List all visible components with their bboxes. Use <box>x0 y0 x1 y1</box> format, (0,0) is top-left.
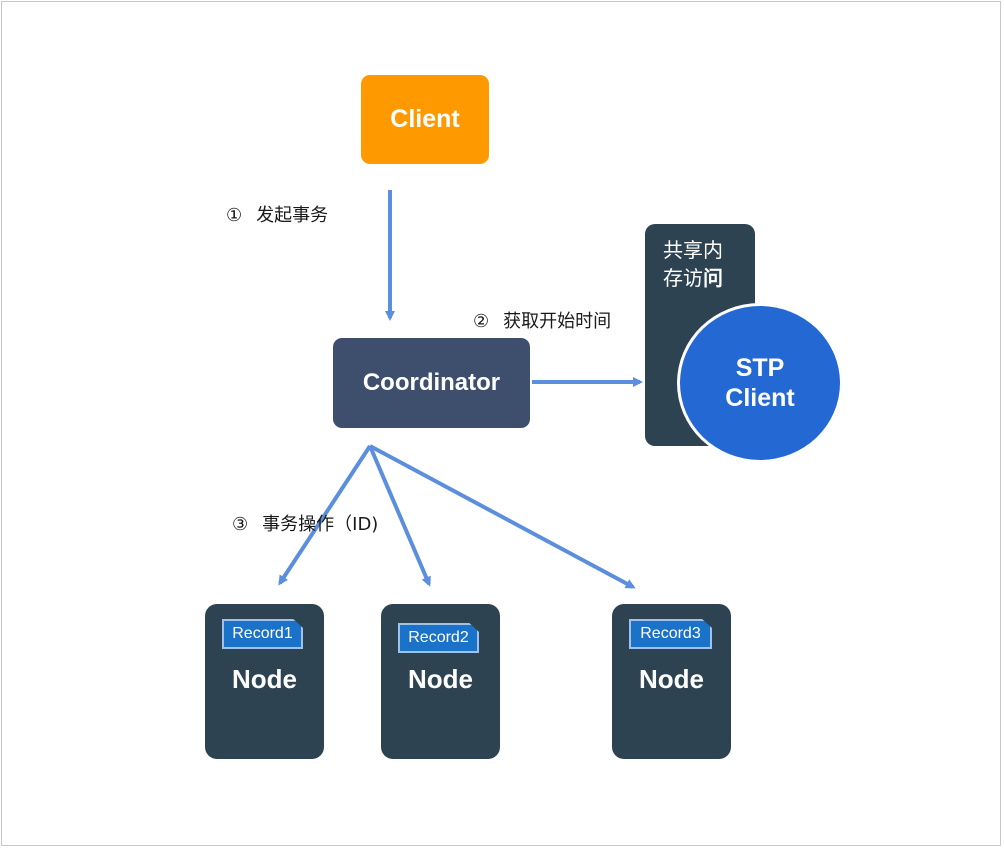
step-3-text: 事务操作（ID) <box>262 514 379 535</box>
record-1-tag: Record1 <box>222 619 303 649</box>
stp-client-line1: STP <box>735 354 785 382</box>
shared-memory-line2-a: 存访 <box>663 266 703 290</box>
shared-memory-line2-b: 问 <box>703 266 723 290</box>
step-2-number: ② <box>473 311 490 332</box>
node-2: Record2 Node <box>381 604 500 759</box>
arrow-coordinator-to-node2 <box>368 445 431 587</box>
node-1-label: Node <box>232 664 297 694</box>
node-1: Record1 Node <box>205 604 324 759</box>
stp-client-circle: STP Client <box>677 303 843 463</box>
arrow-coordinator-to-node1 <box>278 444 372 586</box>
record-2-tag: Record2 <box>398 623 479 653</box>
client-label: Client <box>390 105 460 133</box>
step-1-label: ① 发起事务 <box>226 201 328 227</box>
record-3-tag: Record3 <box>629 619 712 649</box>
node-3-label: Node <box>639 664 704 694</box>
step-2-label: ② 获取开始时间 <box>473 307 611 333</box>
coordinator-box: Coordinator <box>333 338 530 428</box>
record-1-label: Record1 <box>232 625 293 642</box>
shared-memory-label: 共享内 存访问 <box>663 236 743 292</box>
step-1-text: 发起事务 <box>256 205 329 226</box>
step-2-text: 获取开始时间 <box>503 311 612 332</box>
node-3: Record3 Node <box>612 604 731 759</box>
shared-memory-line2: 存访问 <box>663 264 743 292</box>
record-3-label: Record3 <box>640 625 701 642</box>
client-box: Client <box>361 75 489 164</box>
step-3-label: ③ 事务操作（ID) <box>232 510 378 536</box>
arrow-coordinator-to-node3 <box>369 444 636 589</box>
shared-memory-line1: 共享内 <box>663 238 723 262</box>
node-2-label: Node <box>408 664 473 694</box>
step-1-number: ① <box>226 205 243 226</box>
stp-client-line2: Client <box>725 384 795 412</box>
coordinator-label: Coordinator <box>362 369 501 396</box>
record-2-label: Record2 <box>408 629 469 646</box>
step-3-number: ③ <box>232 514 249 535</box>
